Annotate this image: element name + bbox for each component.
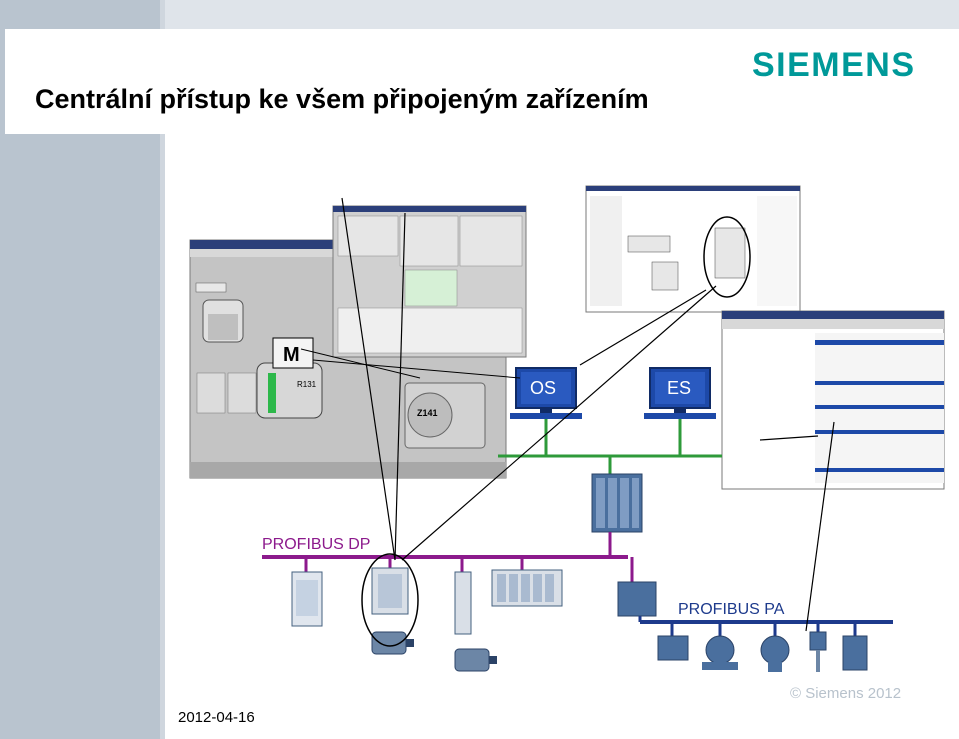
pa-positioner-icon — [657, 635, 689, 661]
profibus-dp-label: PROFIBUS DP — [262, 536, 371, 553]
pa-temperature-sensor-icon — [809, 631, 827, 672]
controller-icon — [591, 473, 643, 533]
slide-date: 2012-04-16 — [178, 709, 255, 726]
pa-pressure-transmitter-icon — [760, 635, 790, 672]
cfc-window — [585, 185, 801, 313]
motor-label: M — [283, 344, 300, 366]
os-workstation-icon: OS — [510, 367, 582, 419]
dp-device-et200 — [291, 571, 323, 627]
pump-label: Z141 — [417, 408, 438, 418]
dp-io-rack — [491, 569, 563, 607]
pdm-window — [721, 310, 945, 490]
dp-pa-coupler — [617, 581, 657, 617]
siemens-logo: SIEMENS — [752, 46, 916, 84]
sidebar-divider — [160, 0, 165, 739]
es-label: ES — [667, 378, 691, 398]
pa-level-transmitter-icon — [842, 635, 868, 671]
dp-drive-device — [371, 567, 409, 615]
slide-title: Centrální přístup ke všem připojeným zař… — [35, 84, 649, 114]
copyright-notice: © Siemens 2012 — [790, 685, 902, 702]
dp-motor-icon — [371, 631, 414, 655]
profibus-pa-label: PROFIBUS PA — [678, 601, 785, 618]
dp-motor-icon-2 — [454, 648, 497, 672]
pa-flowmeter-icon — [702, 635, 738, 670]
es-workstation-icon: ES — [644, 367, 716, 419]
dp-slim-device — [454, 571, 472, 635]
faceplate-window — [332, 205, 527, 358]
os-label: OS — [530, 378, 556, 398]
title-panel — [5, 29, 959, 134]
reactor-label: R131 — [297, 380, 317, 389]
